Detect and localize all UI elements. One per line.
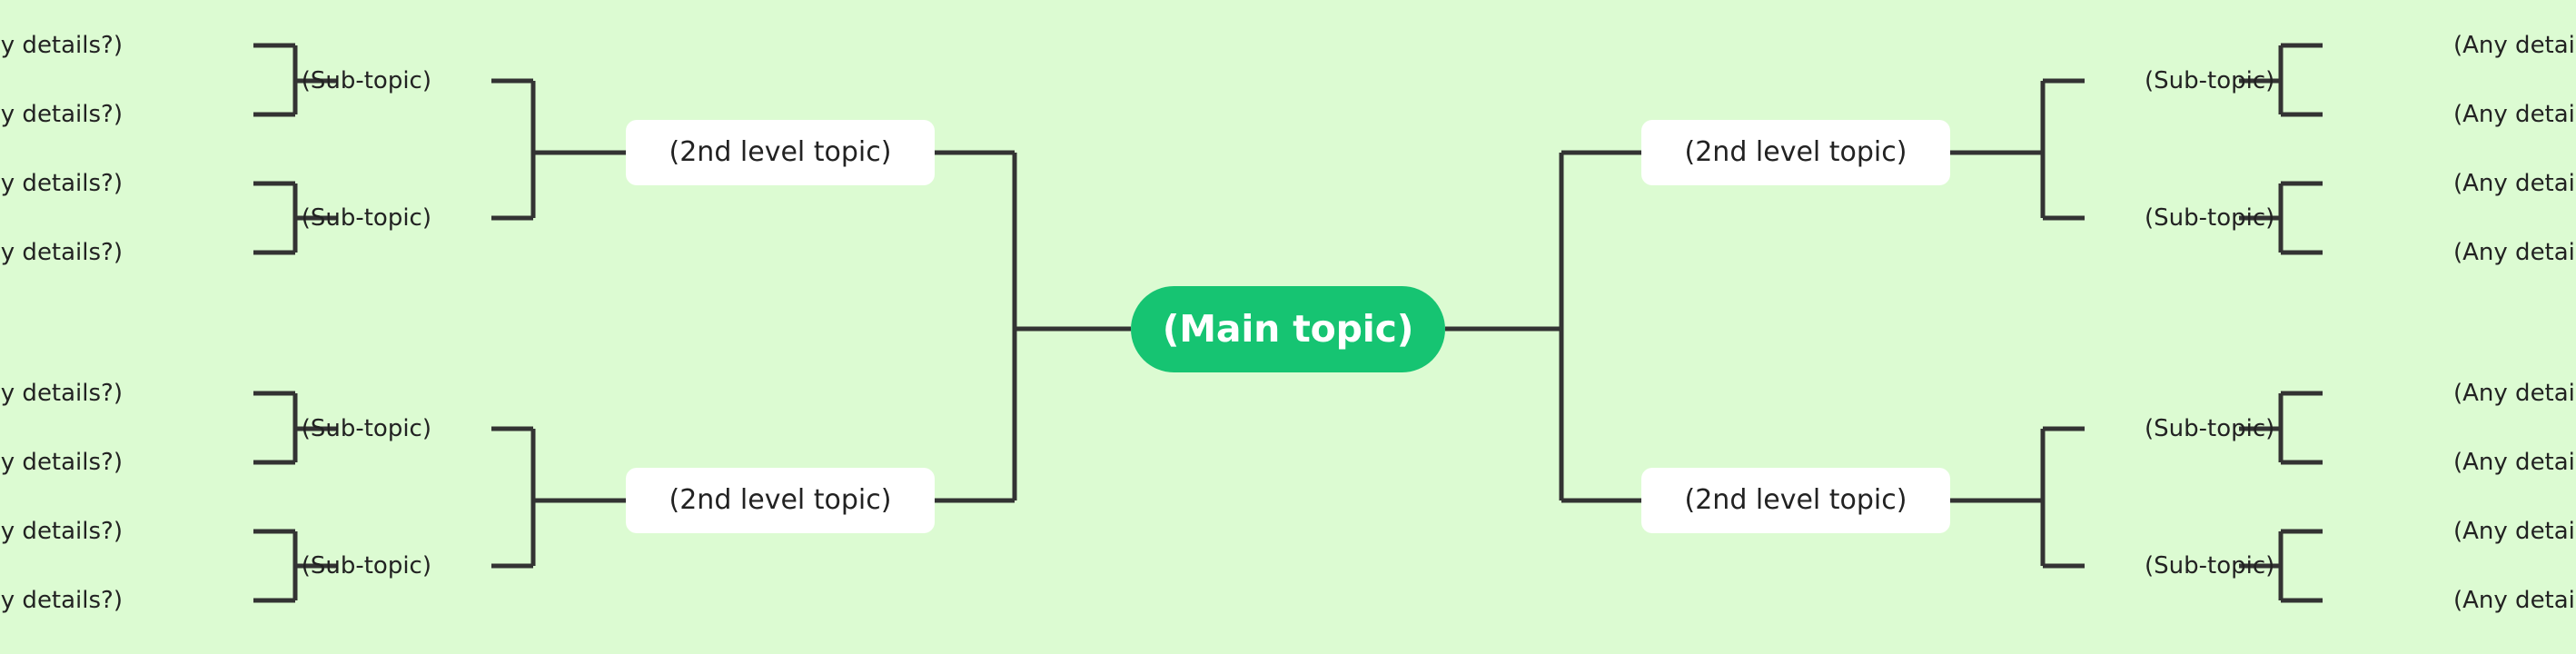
sub-topic-node[interactable]: (Sub-topic) xyxy=(2145,69,2274,93)
detail-label: (Any details?) xyxy=(2453,32,2576,59)
sub-topic-label: (Sub-topic) xyxy=(301,552,431,580)
sub-topic-label: (Sub-topic) xyxy=(2145,204,2275,232)
sub-topic-label: (Sub-topic) xyxy=(2145,67,2275,94)
detail-label: (Any details?) xyxy=(2453,587,2576,614)
detail-label: (Any details?) xyxy=(2453,449,2576,476)
detail-node[interactable]: (Any details?) xyxy=(2453,241,2576,264)
detail-node[interactable]: (Any details?) xyxy=(2453,520,2576,543)
second-level-topic-node[interactable]: (2nd level topic) xyxy=(1641,120,1950,185)
detail-label: (Any details?) xyxy=(0,380,123,407)
main-topic-label: (Main topic) xyxy=(1162,306,1414,351)
detail-label: (Any details?) xyxy=(2453,518,2576,545)
sub-topic-label: (Sub-topic) xyxy=(2145,552,2275,580)
sub-topic-node[interactable]: (Sub-topic) xyxy=(302,206,431,230)
detail-label: (Any details?) xyxy=(0,587,123,614)
sub-topic-node[interactable]: (Sub-topic) xyxy=(2145,206,2274,230)
detail-label: (Any details?) xyxy=(2453,380,2576,407)
detail-node[interactable]: (Any details?) xyxy=(0,382,123,405)
sub-topic-label: (Sub-topic) xyxy=(301,415,431,442)
detail-node[interactable]: (Any details?) xyxy=(2453,382,2576,405)
detail-node[interactable]: (Any details?) xyxy=(0,103,123,126)
detail-label: (Any details?) xyxy=(0,101,123,128)
second-level-topic-label: (2nd level topic) xyxy=(669,484,892,516)
sub-topic-node[interactable]: (Sub-topic) xyxy=(302,69,431,93)
detail-label: (Any details?) xyxy=(0,239,123,266)
detail-label: (Any details?) xyxy=(0,32,123,59)
detail-label: (Any details?) xyxy=(0,449,123,476)
second-level-topic-label: (2nd level topic) xyxy=(669,136,892,168)
sub-topic-node[interactable]: (Sub-topic) xyxy=(2145,554,2274,578)
second-level-topic-node[interactable]: (2nd level topic) xyxy=(626,120,935,185)
sub-topic-label: (Sub-topic) xyxy=(2145,415,2275,442)
detail-label: (Any details?) xyxy=(0,170,123,197)
detail-node[interactable]: (Any details?) xyxy=(0,172,123,195)
detail-node[interactable]: (Any details?) xyxy=(0,451,123,474)
second-level-topic-label: (2nd level topic) xyxy=(1684,136,1907,168)
main-topic-node[interactable]: (Main topic) xyxy=(1131,285,1445,372)
sub-topic-label: (Sub-topic) xyxy=(301,67,431,94)
detail-node[interactable]: (Any details?) xyxy=(0,34,123,57)
detail-label: (Any details?) xyxy=(0,518,123,545)
sub-topic-label: (Sub-topic) xyxy=(301,204,431,232)
detail-node[interactable]: (Any details?) xyxy=(2453,172,2576,195)
sub-topic-node[interactable]: (Sub-topic) xyxy=(302,554,431,578)
detail-node[interactable]: (Any details?) xyxy=(2453,103,2576,126)
detail-label: (Any details?) xyxy=(2453,101,2576,128)
detail-node[interactable]: (Any details?) xyxy=(0,241,123,264)
detail-node[interactable]: (Any details?) xyxy=(0,520,123,543)
detail-node[interactable]: (Any details?) xyxy=(0,589,123,612)
sub-topic-node[interactable]: (Sub-topic) xyxy=(302,417,431,441)
second-level-topic-node[interactable]: (2nd level topic) xyxy=(1641,468,1950,533)
detail-node[interactable]: (Any details?) xyxy=(2453,589,2576,612)
sub-topic-node[interactable]: (Sub-topic) xyxy=(2145,417,2274,441)
detail-node[interactable]: (Any details?) xyxy=(2453,451,2576,474)
detail-label: (Any details?) xyxy=(2453,239,2576,266)
detail-label: (Any details?) xyxy=(2453,170,2576,197)
second-level-topic-label: (2nd level topic) xyxy=(1684,484,1907,516)
second-level-topic-node[interactable]: (2nd level topic) xyxy=(626,468,935,533)
detail-node[interactable]: (Any details?) xyxy=(2453,34,2576,57)
